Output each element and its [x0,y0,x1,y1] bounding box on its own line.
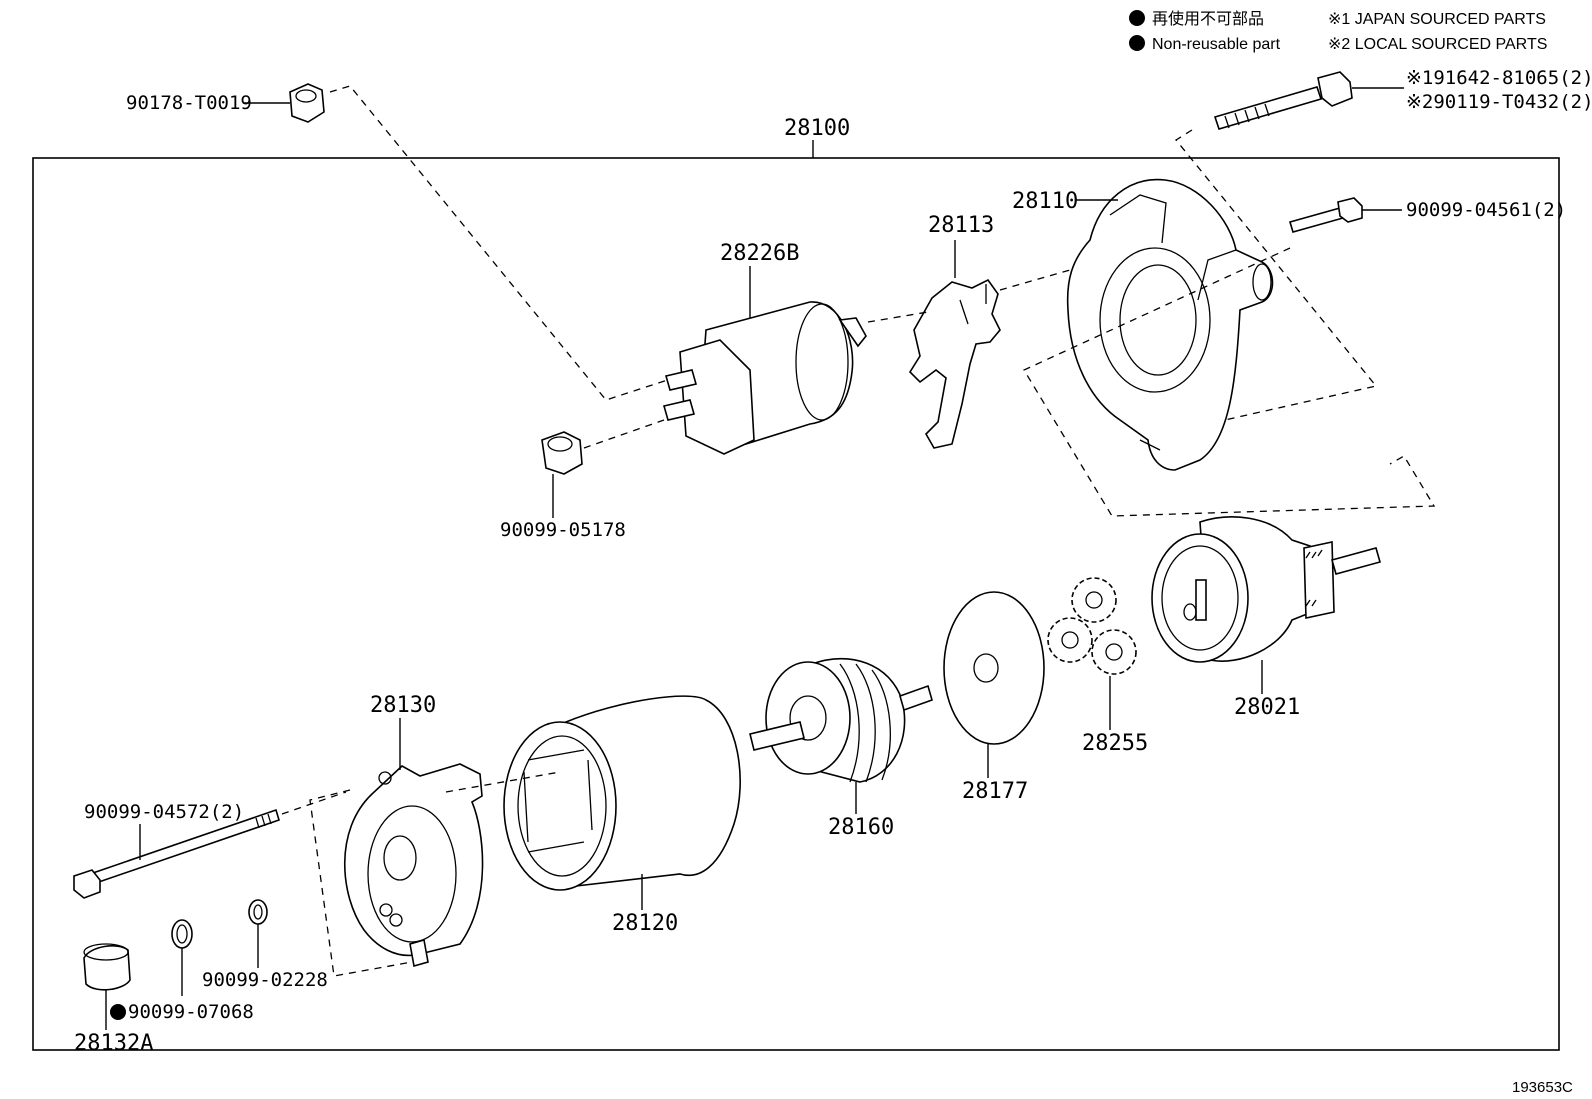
dash-nut-to-terminal [583,419,665,449]
legend-japan-sourced: ※1 JAPAN SOURCED PARTS [1328,11,1546,28]
legend: 再使用不可部品 Non-reusable part ※1 JAPAN SOURC… [1129,10,1547,53]
non-reusable-marker-icon [1129,10,1145,26]
label-28226B[interactable]: 28226B [720,241,799,266]
non-reusable-marker-icon [110,1004,126,1020]
plate-28177 [943,591,1045,745]
nut-90178 [289,83,325,123]
planetary-gears-28255 [1047,577,1137,675]
label-28100[interactable]: 28100 [784,116,850,141]
yoke-28120 [503,695,741,891]
label-90099-04572[interactable]: 90099-04572(2) [84,801,244,823]
dash-lever-axis [867,269,1071,323]
label-91642-81065[interactable]: ※191642-81065(2) [1406,67,1592,89]
label-90099-07068[interactable]: 90099-07068 [128,1001,254,1023]
label-28113[interactable]: 28113 [928,213,994,238]
legend-non-reusable-en: Non-reusable part [1152,36,1281,53]
nut-90099-05178 [541,431,583,475]
end-frame-28130 [344,763,484,968]
through-bolt-90099-04572 [73,808,280,899]
label-28255[interactable]: 28255 [1082,731,1148,756]
dash-end-frame [309,771,561,977]
drive-lever-28113 [908,278,1001,449]
dash-bolt-to-frame [281,791,347,815]
label-28120[interactable]: 28120 [612,911,678,936]
clip-90099-07068 [171,919,193,949]
label-28177[interactable]: 28177 [962,779,1028,804]
dash-nut-to-solenoid [329,85,681,401]
bolt-90099-04561 [1288,197,1363,233]
label-28160[interactable]: 28160 [828,815,894,840]
label-90119-T0432[interactable]: ※290119-T0432(2) [1406,91,1592,113]
label-28110[interactable]: 28110 [1012,189,1078,214]
cap-28132A [83,943,131,991]
label-28132A[interactable]: 28132A [74,1031,153,1056]
diagram-id: 193653C [1512,1079,1573,1096]
armature-28160 [749,657,933,783]
label-28021[interactable]: 28021 [1234,695,1300,720]
bolt-91642 [1213,71,1353,130]
label-90178-T0019[interactable]: 90178-T0019 [126,92,252,114]
label-90099-05178[interactable]: 90099-05178 [500,519,626,541]
legend-local-sourced: ※2 LOCAL SOURCED PARTS [1328,36,1547,53]
label-28130[interactable]: 28130 [370,693,436,718]
label-90099-02228[interactable]: 90099-02228 [202,969,328,991]
assembly-frame [32,157,1560,1051]
drive-housing-28110 [1066,178,1274,471]
washer-90099-02228 [248,899,268,925]
label-90099-04561[interactable]: 90099-04561(2) [1406,199,1566,221]
solenoid-28226B [662,301,867,455]
dash-housing-to-clutch [1023,247,1436,517]
legend-non-reusable-jp: 再使用不可部品 [1152,10,1264,28]
non-reusable-marker-icon [1129,35,1145,51]
dash-bolt-to-housing [1175,129,1378,423]
starter-clutch-28021 [1151,516,1381,663]
